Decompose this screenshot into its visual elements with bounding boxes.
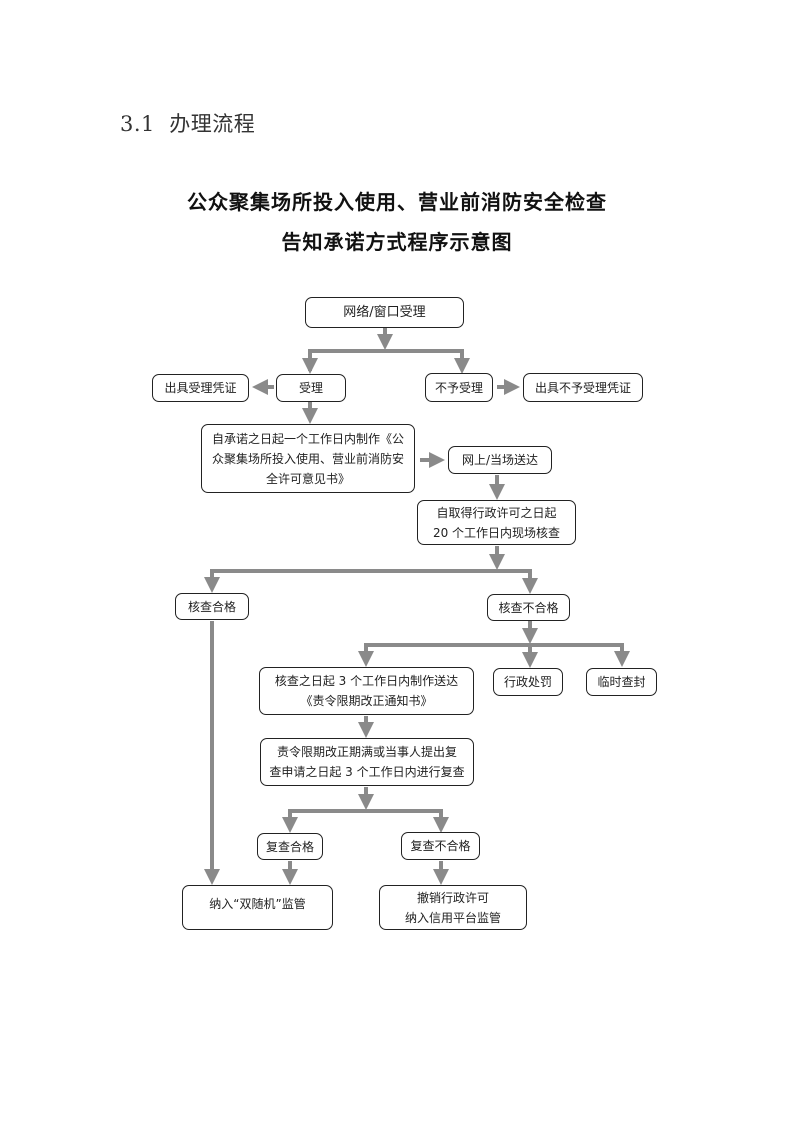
node-admin-penalty-label: 行政处罚 (503, 675, 552, 689)
node-make-opinion-line3: 全许可意见书》 (265, 471, 350, 486)
node-accept-label: 受理 (298, 381, 323, 395)
node-onsite-check-line2: 20 个工作日内现场核查 (432, 525, 561, 540)
node-onsite-check: 自取得行政许可之日起 20 个工作日内现场核查 (417, 500, 576, 545)
node-intake-label: 网络/窗口受理 (343, 304, 426, 320)
node-recheck-fail: 复查不合格 (401, 832, 480, 860)
node-check-pass-label: 核查合格 (187, 599, 236, 614)
split-check (210, 569, 532, 586)
node-recheck-pass: 复查合格 (257, 833, 323, 860)
split-intake (308, 349, 464, 371)
node-recheck-line2: 查申请之日起 3 个工作日内进行复查 (269, 765, 465, 779)
split-fail (364, 643, 624, 660)
diagram-title-line1: 公众聚集场所投入使用、营业前消防安全检查 (187, 190, 607, 214)
node-rectify-notice-line1: 核查之日起 3 个工作日内制作送达 (274, 674, 459, 688)
node-check-fail-label: 核查不合格 (498, 600, 559, 615)
node-rectify-notice: 核查之日起 3 个工作日内制作送达 《责令限期改正通知书》 (259, 667, 474, 715)
node-revoke-line1: 撤销行政许可 (416, 890, 489, 905)
node-recheck: 责令限期改正期满或当事人提出复 查申请之日起 3 个工作日内进行复查 (260, 738, 474, 786)
node-make-opinion-line2: 众聚集场所投入使用、营业前消防安 (211, 451, 404, 466)
node-deliver-label: 网上/当场送达 (461, 453, 539, 467)
node-make-opinion: 自承诺之日起一个工作日内制作《公 众聚集场所投入使用、营业前消防安 全许可意见书… (201, 424, 415, 493)
node-check-pass: 核查合格 (175, 593, 249, 620)
node-random-supervision-label: 纳入“双随机”监管 (209, 897, 306, 911)
node-accept: 受理 (276, 374, 346, 402)
node-rectify-notice-line2: 《责令限期改正通知书》 (300, 694, 433, 708)
node-reject-receipt: 出具不予受理凭证 (523, 373, 643, 402)
section-number: 3.1 (120, 112, 155, 136)
node-recheck-line1: 责令限期改正期满或当事人提出复 (276, 745, 457, 759)
node-revoke-line2: 纳入信用平台监管 (404, 910, 501, 925)
node-recheck-fail-label: 复查不合格 (410, 839, 471, 853)
node-deliver: 网上/当场送达 (448, 446, 552, 474)
node-reject-receipt-label: 出具不予受理凭证 (534, 380, 631, 395)
node-revoke: 撤销行政许可 纳入信用平台监管 (379, 885, 527, 930)
node-temp-seal: 临时查封 (586, 668, 657, 696)
node-admin-penalty: 行政处罚 (493, 668, 563, 696)
node-make-opinion-line1: 自承诺之日起一个工作日内制作《公 (211, 431, 404, 446)
node-reject: 不予受理 (425, 373, 493, 402)
node-intake: 网络/窗口受理 (305, 297, 464, 328)
node-random-supervision: 纳入“双随机”监管 (182, 885, 333, 930)
node-check-fail: 核查不合格 (487, 594, 570, 621)
node-recheck-pass-label: 复查合格 (265, 839, 314, 854)
split-recheck (288, 809, 443, 826)
node-accept-receipt: 出具受理凭证 (152, 374, 249, 402)
node-reject-label: 不予受理 (434, 380, 483, 395)
diagram-title-line2: 告知承诺方式程序示意图 (281, 230, 513, 254)
node-accept-receipt-label: 出具受理凭证 (164, 381, 237, 395)
section-heading: 3.1 办理流程 (120, 108, 255, 138)
node-onsite-check-line1: 自取得行政许可之日起 (436, 505, 557, 520)
node-temp-seal-label: 临时查封 (597, 675, 646, 689)
section-title: 办理流程 (169, 112, 256, 136)
